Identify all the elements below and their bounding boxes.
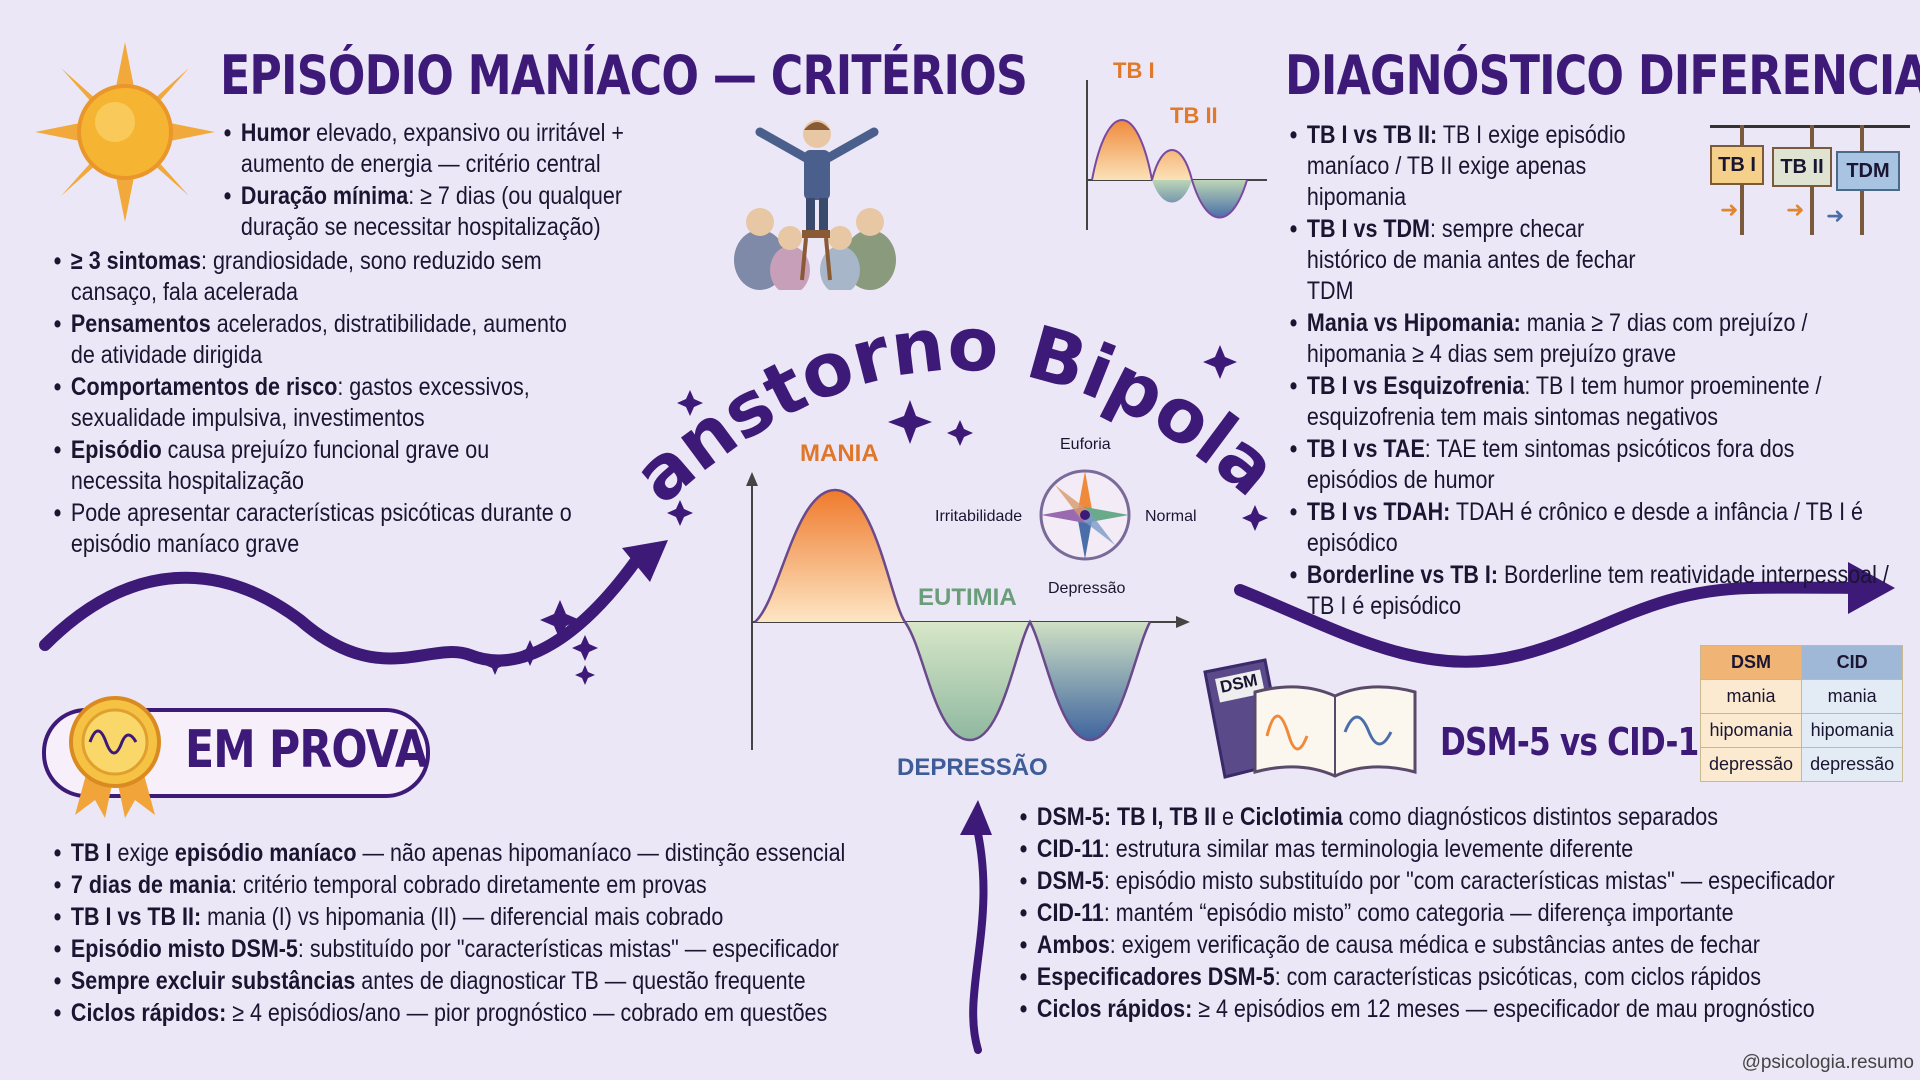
table-header-dsm: DSM xyxy=(1699,645,1803,680)
table-row: depressão depressão xyxy=(1699,747,1904,782)
sign-arrow-3: ➜ xyxy=(1826,203,1845,228)
depressao-area xyxy=(1030,622,1150,740)
mania-area xyxy=(755,490,905,622)
diff-item-7: Borderline vs TB I: Borderline tem reati… xyxy=(1288,560,1890,622)
table-cell: depressão xyxy=(1699,747,1803,782)
dsm-item-5: Ambos: exigem verificação de causa médic… xyxy=(1018,930,1912,961)
dsm-item-1: DSM-5: TB I, TB II e Ciclotimia como dia… xyxy=(1018,802,1912,833)
compass-rose-icon xyxy=(1039,469,1131,561)
mini-chart-tb2-label: TB II xyxy=(1170,103,1218,128)
prova-item-2: 7 dias de mania: critério temporal cobra… xyxy=(52,870,860,901)
mania-section-title: EPISÓDIO MANÍACO — CRITÉRIOS xyxy=(220,44,1028,107)
sun-icon xyxy=(35,42,215,222)
left-wave-arrow xyxy=(39,549,646,667)
table-cell: hipomania xyxy=(1801,713,1904,748)
bottom-up-arrow xyxy=(969,816,988,1054)
eutimia-label: EUTIMIA xyxy=(918,584,1017,611)
bottom-arrow-head xyxy=(960,800,992,835)
center-title-svg: Transtorno Bipolar I xyxy=(600,260,1293,520)
diff-section-title: DIAGNÓSTICO DIFERENCIAL xyxy=(1285,44,1920,107)
table-cell: mania xyxy=(1801,679,1904,714)
table-cell: mania xyxy=(1699,679,1803,714)
sign-tdm: TDM xyxy=(1836,151,1900,191)
medal-icon xyxy=(69,696,161,818)
sign-arrow-1: ➜ xyxy=(1720,197,1739,222)
footer-handle: @psicologia.resumo xyxy=(1741,1052,1914,1073)
compass-top-label: Euforia xyxy=(1060,436,1111,453)
sign-tb2: TB II xyxy=(1772,147,1832,187)
compass-left-label: Irritabilidade xyxy=(935,508,1023,525)
mania-item-4: Pensamentos acelerados, distratibilidade… xyxy=(52,309,585,371)
dsm-cid-table: DSM CID mania mania hipomania hipomania … xyxy=(1699,645,1904,782)
mania-criteria-list: ≥ 3 sintomas: grandiosidade, sono reduzi… xyxy=(52,246,585,561)
dsm-item-6: Especificadores DSM-5: com característic… xyxy=(1018,962,1912,993)
tb1-tb2-mini-chart xyxy=(1086,80,1267,230)
prova-item-1: TB I exige episódio maníaco — não apenas… xyxy=(52,838,860,869)
diff-item-1: TB I vs TB II: TB I exige episódio manía… xyxy=(1288,120,1651,213)
diff-item-4: TB I vs Esquizofrenia: TB I tem humor pr… xyxy=(1288,371,1890,433)
diff-list: TB I vs TB II: TB I exige episódio manía… xyxy=(1288,120,1890,623)
mood-cycle-chart xyxy=(746,472,1190,750)
diff-item-2: TB I vs TDM: sempre checar histórico de … xyxy=(1288,214,1651,307)
diff-item-5: TB I vs TAE: TAE tem sintomas psicóticos… xyxy=(1288,434,1890,496)
dsm-item-4: CID-11: mantém “episódio misto” como cat… xyxy=(1018,898,1912,929)
mania-item-7: Pode apresentar características psicótic… xyxy=(52,498,585,560)
em-prova-title: EM PROVA xyxy=(185,720,428,780)
prova-list: TB I exige episódio maníaco — não apenas… xyxy=(52,838,860,1030)
mood-curve xyxy=(754,488,1152,742)
compass-bottom-label: Depressão xyxy=(1048,580,1126,597)
table-row: mania mania xyxy=(1699,679,1904,714)
mania-item-1: Humor elevado, expansivo ou irritável + … xyxy=(222,118,669,180)
prova-item-5: Sempre excluir substâncias antes de diag… xyxy=(52,966,860,997)
compass-right-label: Normal xyxy=(1145,508,1197,525)
mini-chart-tb1-label: TB I xyxy=(1113,58,1155,83)
prova-item-3: TB I vs TB II: mania (I) vs hipomania (I… xyxy=(52,902,860,933)
table-cell: hipomania xyxy=(1699,713,1803,748)
dsm-list: DSM-5: TB I, TB II e Ciclotimia como dia… xyxy=(1018,802,1912,1026)
eutimia-area xyxy=(905,622,1030,740)
left-arrow-head xyxy=(622,540,668,582)
mania-label: MANIA xyxy=(800,440,879,467)
prova-item-4: Episódio misto DSM-5: substituído por "c… xyxy=(52,934,860,965)
dsm-cid-title: DSM-5 vs CID-11 xyxy=(1440,720,1720,764)
sign-tb1: TB I xyxy=(1710,145,1764,185)
table-row: hipomania hipomania xyxy=(1699,713,1904,748)
dsm-item-7: Ciclos rápidos: ≥ 4 episódios em 12 mese… xyxy=(1018,994,1912,1025)
books-illustration xyxy=(1203,658,1417,779)
diff-item-6: TB I vs TDAH: TDAH é crônico e desde a i… xyxy=(1288,497,1890,559)
mania-criteria-top: Humor elevado, expansivo ou irritável + … xyxy=(222,118,669,244)
table-header-cid: CID xyxy=(1801,645,1904,680)
depressao-label: DEPRESSÃO xyxy=(897,754,1048,781)
dsm-item-2: CID-11: estrutura similar mas terminolog… xyxy=(1018,834,1912,865)
dsm-item-3: DSM-5: episódio misto substituído por "c… xyxy=(1018,866,1912,897)
mania-item-2: Duração mínima: ≥ 7 dias (ou qualquer du… xyxy=(222,181,669,243)
table-cell: depressão xyxy=(1801,747,1904,782)
manic-person-illustration xyxy=(734,120,896,290)
sparkles xyxy=(485,345,1268,685)
signpost-illustration: TB I TB II TDM ➜ ➜ ➜ xyxy=(1710,125,1910,235)
prova-item-6: Ciclos rápidos: ≥ 4 episódios/ano — pior… xyxy=(52,998,860,1029)
mania-item-5: Comportamentos de risco: gastos excessiv… xyxy=(52,372,585,434)
mania-item-6: Episódio causa prejuízo funcional grave … xyxy=(52,435,585,497)
mania-item-3: ≥ 3 sintomas: grandiosidade, sono reduzi… xyxy=(52,246,585,308)
sign-arrow-2: ➜ xyxy=(1786,197,1805,222)
diff-item-3: Mania vs Hipomania: mania ≥ 7 dias com p… xyxy=(1288,308,1890,370)
